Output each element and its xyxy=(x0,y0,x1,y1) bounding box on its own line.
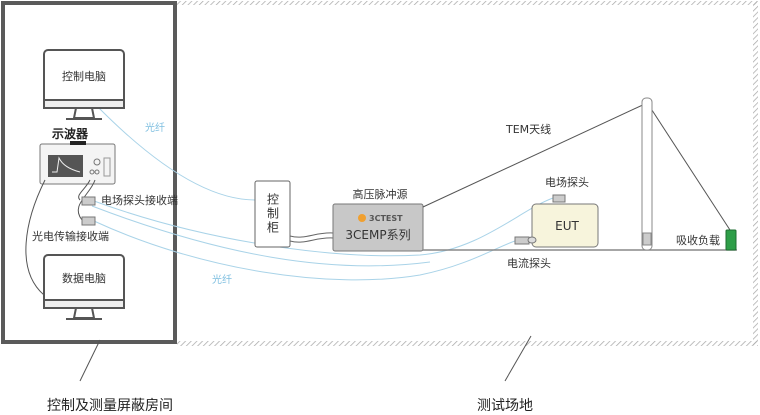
antenna-pole xyxy=(641,97,653,251)
fiber-label-2: 光纤 xyxy=(212,273,232,286)
optical-receiver-label: 光电传输接收端 xyxy=(32,229,109,243)
shielded-room xyxy=(1,1,177,344)
absorber-label: 吸收负载 xyxy=(676,233,720,247)
e-probe-receiver-label: 电场探头接收端 xyxy=(101,193,178,207)
site-title: 测试场地 xyxy=(477,398,533,414)
absorber-load xyxy=(725,229,737,251)
site-pointer xyxy=(504,335,532,382)
control-cabinet-label: 控制柜 xyxy=(265,193,280,235)
control-cabinet xyxy=(254,180,291,248)
data-pc-monitor xyxy=(43,254,125,320)
pulse-source xyxy=(332,203,424,252)
tem-antenna-label: TEM天线 xyxy=(505,122,551,136)
brand-logo-icon xyxy=(358,214,366,222)
optical-fibers xyxy=(91,103,554,281)
test-site-wall xyxy=(177,1,758,346)
control-cabinet-label-box: 控制柜 xyxy=(255,181,290,247)
e-probe xyxy=(552,194,566,203)
oscilloscope-label: 示波器 xyxy=(51,126,89,141)
control-pc-label: 控制电脑 xyxy=(62,69,106,83)
e-probe-label: 电场探头 xyxy=(545,175,589,189)
eut-box xyxy=(531,203,599,248)
oscilloscope xyxy=(39,141,116,185)
tem-antenna-return xyxy=(647,103,731,231)
eut-label: EUT xyxy=(555,219,579,233)
e-probe-receiver-box xyxy=(81,196,96,206)
current-probe xyxy=(514,236,530,245)
room-title: 控制及测量屏蔽房间 xyxy=(47,398,173,414)
brand-logo: 3CTEST xyxy=(369,214,403,223)
tem-antenna-plate xyxy=(422,102,648,208)
control-pc-monitor xyxy=(43,49,125,120)
current-probe-label: 电流探头 xyxy=(507,256,551,270)
pulse-source-label: 高压脉冲源 xyxy=(353,187,408,201)
data-pc-label: 数据电脑 xyxy=(62,271,106,285)
pulse-model-label: 3CEMP系列 xyxy=(345,228,410,242)
room-pointer xyxy=(79,339,101,382)
optical-receiver-box xyxy=(81,216,96,226)
fiber-label-1: 光纤 xyxy=(145,121,165,134)
